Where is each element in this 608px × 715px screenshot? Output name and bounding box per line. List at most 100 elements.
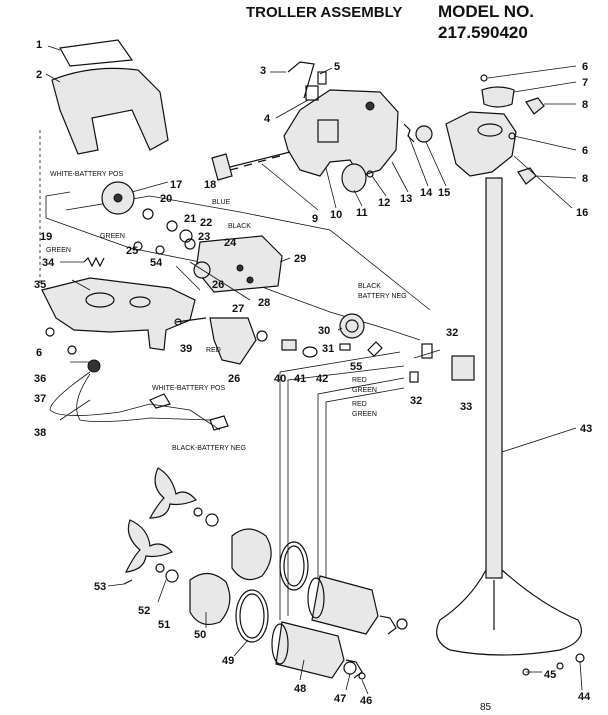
callout-24: 24 [224, 237, 237, 249]
callout-1: 1 [36, 39, 42, 51]
wire-label-white-battery-pos-top: WHITE-BATTERY POS [50, 171, 123, 178]
part-51-washer [165, 569, 179, 583]
callout-7: 7 [582, 77, 588, 89]
part-3-bail [287, 61, 315, 99]
wire-label-battery-neg-top: BATTERY NEG [358, 293, 407, 300]
callout-23: 23 [198, 231, 210, 243]
motor-wire-bundle [279, 351, 401, 620]
part-50-end-cap [189, 572, 231, 625]
callout-33: 33 [460, 401, 472, 413]
callout-45: 45 [544, 669, 556, 681]
wire-label-red-left: RED [206, 347, 221, 354]
callout-22: 22 [200, 217, 212, 229]
diagram-title: TROLLER ASSEMBLY [246, 4, 402, 21]
callout-17: 17 [170, 179, 182, 191]
callout-50: 50 [194, 629, 206, 641]
wire-label-black: BLACK [228, 223, 251, 230]
callout-29: 29 [294, 253, 306, 265]
part-10-mount-bracket [283, 89, 399, 177]
callout-6-left: 6 [36, 347, 42, 359]
callout-26-upper: 26 [212, 279, 224, 291]
callout-48: 48 [294, 683, 306, 695]
part-2-top-cover [51, 67, 169, 155]
part-15-knob [415, 125, 433, 143]
callout-40: 40 [274, 373, 286, 385]
callout-15: 15 [438, 187, 450, 199]
part-35-head-housing [41, 277, 196, 351]
part-52-propeller [124, 519, 173, 573]
part-7-collar [481, 86, 515, 108]
callout-13: 13 [400, 193, 412, 205]
callout-44: 44 [578, 691, 591, 703]
callout-32-lower: 32 [410, 395, 422, 407]
callout-6-top: 6 [582, 61, 588, 73]
callout-28: 28 [258, 297, 270, 309]
wire-label-black-battery-neg-bottom: BLACK-BATTERY NEG [172, 445, 246, 452]
callout-6-mid: 6 [582, 145, 588, 157]
callout-16: 16 [576, 207, 588, 219]
wire-label-red-a: RED [352, 377, 367, 384]
part-43-shaft [485, 177, 503, 579]
callout-18: 18 [204, 179, 216, 191]
callout-43: 43 [580, 423, 592, 435]
callout-42: 42 [316, 373, 328, 385]
callout-3: 3 [260, 65, 266, 77]
callout-30: 30 [318, 325, 330, 337]
callout-49: 49 [222, 655, 234, 667]
callout-20: 20 [160, 193, 172, 205]
part-26-lower-switch [209, 317, 257, 365]
callout-46: 46 [360, 695, 372, 707]
model-label: MODEL NO. [438, 2, 534, 21]
callout-54: 54 [150, 257, 163, 269]
part-43-lower-mount [436, 569, 582, 656]
part-motor-upper [311, 575, 379, 635]
part-30-coupler [339, 313, 365, 339]
part-48-motor [275, 621, 345, 679]
callout-26-lower: 26 [228, 373, 240, 385]
callout-10: 10 [330, 209, 342, 221]
part-upper-end-cap [231, 528, 272, 581]
wire-label-black-battery-neg-top: BLACK [358, 283, 381, 290]
wire-label-red-b: RED [352, 401, 367, 408]
callout-9: 9 [312, 213, 318, 225]
part-38-battery-leads [49, 371, 221, 431]
part-1-decal [59, 39, 134, 67]
callout-4: 4 [264, 113, 271, 125]
part-47-bracket [343, 661, 357, 675]
part-9-clamp-screw [225, 151, 291, 169]
callout-32-upper: 32 [446, 327, 458, 339]
callout-37: 37 [34, 393, 46, 405]
callout-35: 35 [34, 279, 46, 291]
part-33-terminal [451, 355, 475, 381]
wire-label-green-mid: GREEN [100, 233, 125, 240]
callout-55: 55 [350, 361, 362, 373]
part-29-control-plate [195, 235, 283, 293]
part-propeller-upper [148, 467, 197, 519]
page-mark: 85 [480, 702, 492, 713]
callout-5: 5 [334, 61, 340, 73]
callout-2: 2 [36, 69, 42, 81]
callout-39: 39 [180, 343, 192, 355]
callout-41: 41 [294, 373, 306, 385]
part-49-o-ring [235, 589, 269, 643]
model-number: 217.590420 [438, 23, 528, 42]
callout-34: 34 [42, 257, 55, 269]
callout-11: 11 [356, 207, 368, 219]
callout-53: 53 [94, 581, 106, 593]
part-34-spring [83, 256, 105, 268]
callout-14: 14 [420, 187, 433, 199]
wire-label-green-a: GREEN [352, 387, 377, 394]
callout-51: 51 [158, 619, 170, 631]
wire-label-white-battery-pos-bottom: WHITE-BATTERY POS [152, 385, 225, 392]
wire-label-green-left: GREEN [46, 247, 71, 254]
part-16-steering-bracket [445, 111, 517, 177]
callout-21: 21 [184, 213, 196, 225]
part-11-disc [341, 163, 367, 193]
callout-27: 27 [232, 303, 244, 315]
callout-38: 38 [34, 427, 46, 439]
callout-36: 36 [34, 373, 46, 385]
callout-31: 31 [322, 343, 334, 355]
callout-25: 25 [126, 245, 138, 257]
callout-52: 52 [138, 605, 150, 617]
